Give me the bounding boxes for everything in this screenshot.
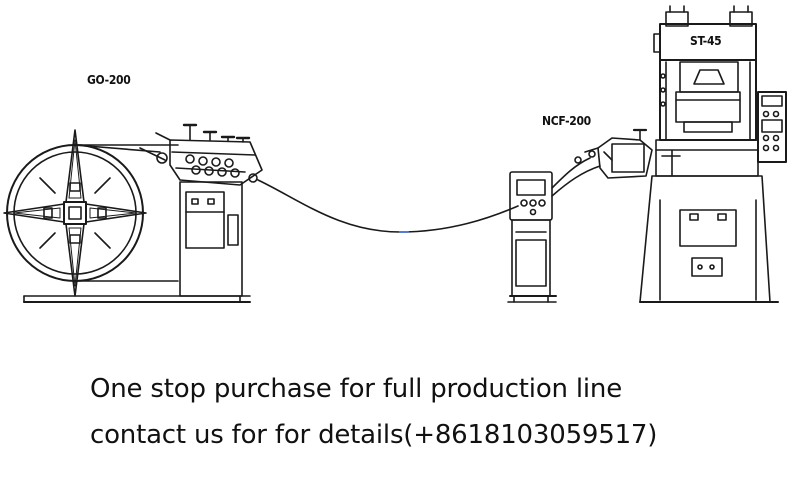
production-line-diagram <box>0 0 800 310</box>
straightener-machine <box>156 125 262 296</box>
feeder-machine <box>508 130 652 302</box>
press-machine <box>640 6 786 302</box>
caption-line-2: contact us for for details(+861810305951… <box>90 420 658 450</box>
press-label: ST-45 <box>690 34 722 48</box>
feeder-label: NCF-200 <box>542 114 591 128</box>
uncoiler-label: GO-200 <box>87 73 131 87</box>
uncoiler-machine <box>4 130 250 302</box>
caption-line-1: One stop purchase for full production li… <box>90 374 622 404</box>
material-strip <box>258 180 518 232</box>
